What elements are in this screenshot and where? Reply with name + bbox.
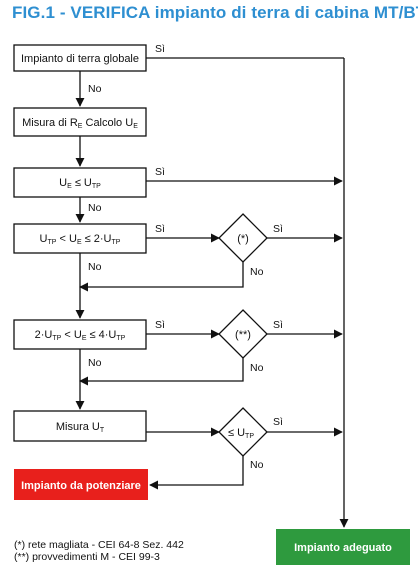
label-no-diamond2: No bbox=[250, 362, 264, 374]
node-cond1 bbox=[13, 167, 147, 198]
diamond-provvedimenti-m bbox=[218, 309, 268, 359]
node-cond1-label: UE ≤ UTP bbox=[59, 177, 101, 190]
label-no-diamond1: No bbox=[250, 266, 264, 278]
node-impianto-globale-label: Impianto di terra globale bbox=[21, 53, 139, 65]
diamond-rete-magliata-label: (*) bbox=[237, 233, 249, 245]
node-cond3 bbox=[13, 319, 147, 350]
label-yes-diamond1: Sì bbox=[273, 223, 283, 235]
label-no-cond3: No bbox=[88, 357, 102, 369]
node-misura-re-label: Misura di RE Calcolo UE bbox=[22, 117, 138, 130]
diamond-rete-magliata bbox=[218, 213, 268, 263]
node-cond2-label: UTP < UE ≤ 2·UTP bbox=[40, 233, 121, 246]
node-cond3-label: 2·UTP < UE ≤ 4·UTP bbox=[35, 329, 126, 342]
label-yes-diamond2: Sì bbox=[273, 319, 283, 331]
label-yes-diamond3: Sì bbox=[273, 416, 283, 428]
connector-diamond1-no bbox=[79, 262, 244, 292]
node-impianto-da-potenziare-label: Impianto da potenziare bbox=[21, 480, 141, 492]
footnotes: (*) rete magliata - CEI 64-8 Sez. 442 (*… bbox=[14, 539, 184, 563]
node-impianto-adeguato bbox=[276, 529, 410, 565]
connector-diamond2-no bbox=[79, 358, 244, 386]
connector-diamond3-no bbox=[149, 456, 244, 490]
label-yes-cond2: Sì bbox=[155, 223, 165, 235]
diamond-ut-check-label: ≤ UTP bbox=[228, 427, 254, 440]
node-misura-ut bbox=[13, 410, 147, 442]
footnote-rete-magliata: (*) rete magliata - CEI 64-8 Sez. 442 bbox=[14, 539, 184, 551]
diamond-provvedimenti-m-label: (**) bbox=[235, 329, 251, 341]
label-yes-globale: Sì bbox=[155, 43, 165, 55]
node-impianto-adeguato-label: Impianto adeguato bbox=[294, 542, 392, 554]
node-cond2 bbox=[13, 223, 147, 254]
footnote-provvedimenti-m: (**) provvedimenti M - CEI 99-3 bbox=[14, 551, 160, 563]
label-no-globale: No bbox=[88, 83, 102, 95]
node-misura-re bbox=[13, 107, 147, 137]
figure-title: FIG.1 - VERIFICA impianto di terra di ca… bbox=[12, 3, 418, 22]
label-no-diamond3: No bbox=[250, 459, 264, 471]
node-impianto-da-potenziare bbox=[14, 469, 148, 500]
label-yes-cond1: Sì bbox=[155, 166, 165, 178]
label-no-cond2: No bbox=[88, 261, 102, 273]
diamond-ut-check bbox=[218, 407, 268, 457]
node-misura-ut-label: Misura UT bbox=[56, 421, 105, 434]
label-no-cond1: No bbox=[88, 202, 102, 214]
node-impianto-globale bbox=[13, 44, 147, 72]
label-yes-cond3: Sì bbox=[155, 319, 165, 331]
